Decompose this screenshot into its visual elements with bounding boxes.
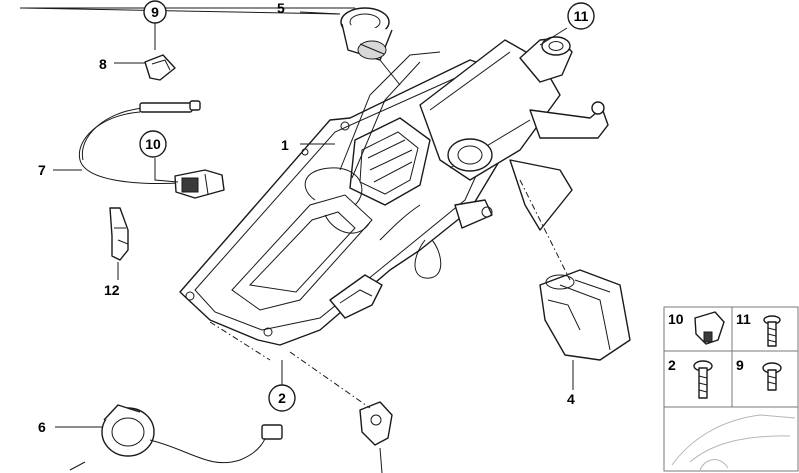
sensor-puck-part bbox=[69, 404, 283, 471]
callout-11: 11 bbox=[574, 8, 589, 24]
callout-6: 6 bbox=[38, 419, 46, 435]
callout-1: 1 bbox=[281, 137, 289, 153]
ignition-lock-part bbox=[340, 7, 393, 61]
callout-9-circle bbox=[143, 0, 167, 24]
vehicle-silhouette bbox=[671, 414, 796, 471]
callout-7: 7 bbox=[38, 162, 46, 178]
leader-line bbox=[379, 59, 401, 86]
assembly-line bbox=[519, 179, 571, 281]
legend-2-label: 2 bbox=[668, 357, 676, 373]
control-module-part bbox=[539, 269, 631, 361]
clip-nut-part bbox=[144, 54, 176, 81]
bracket-part bbox=[109, 207, 129, 261]
callout-2: 2 bbox=[278, 390, 286, 406]
callout-2-circle bbox=[268, 384, 296, 412]
callout-5: 5 bbox=[277, 0, 285, 16]
callout-11-circle bbox=[567, 2, 595, 30]
legend-10-label: 10 bbox=[668, 311, 684, 327]
callout-4: 4 bbox=[567, 391, 575, 407]
steering-column-assembly bbox=[179, 36, 609, 346]
assembly-line bbox=[209, 321, 271, 361]
connector-part bbox=[174, 169, 225, 199]
callout-10: 10 bbox=[145, 136, 161, 152]
leader-line bbox=[154, 158, 179, 183]
sensor-cable-part bbox=[78, 100, 201, 185]
legend-11-label: 11 bbox=[736, 311, 751, 327]
callout-12: 12 bbox=[104, 282, 120, 298]
callout-9: 9 bbox=[151, 4, 159, 20]
small-bracket-part bbox=[359, 401, 393, 473]
leader-line bbox=[539, 27, 568, 46]
assembly-line bbox=[289, 351, 371, 409]
hardware-legend: 10 11 2 9 bbox=[663, 306, 799, 472]
leader-line bbox=[21, 7, 341, 15]
legend-9-label: 9 bbox=[736, 357, 744, 373]
callout-8: 8 bbox=[99, 56, 107, 72]
callout-10-circle bbox=[139, 130, 167, 158]
leader-line bbox=[299, 11, 341, 15]
